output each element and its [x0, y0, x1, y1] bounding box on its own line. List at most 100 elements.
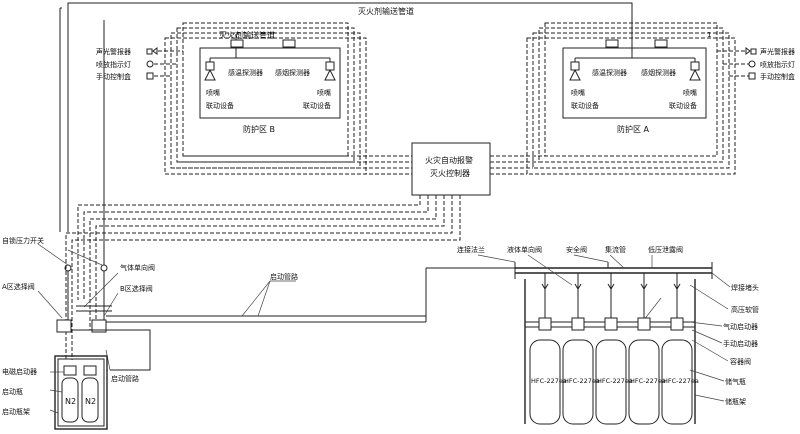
hfc-cylinder-label: HFC-227ea — [564, 377, 600, 385]
a-selection-valve-icon — [56, 319, 72, 333]
zone-a-nozzle-left-icon — [569, 68, 581, 81]
zone-b-side-devices — [146, 47, 183, 80]
zone-a-nozzle-right-icon — [689, 68, 701, 81]
controller-line1: 火灾自动报警 — [425, 155, 473, 165]
hfc-cylinder-label: HFC-227ea — [531, 377, 567, 385]
zone-b-temp-detector-icon — [230, 39, 244, 48]
zone-a-temp-detector-icon — [605, 39, 619, 48]
zone-b-smoke-detector-label: 感烟探测器 — [275, 68, 310, 77]
n2-bottle-right — [81, 377, 99, 423]
side-label-5: 容器阀 — [730, 357, 751, 366]
right-device-2: 喷放指示灯 — [760, 60, 795, 69]
alarm-icon — [745, 47, 751, 55]
liquid-check-valve-icon — [640, 283, 648, 290]
pressure-switch-b-icon — [100, 264, 108, 272]
alarm-icon — [152, 47, 158, 55]
right-cylinder-station — [477, 254, 731, 424]
top-label-2: 液体单向阀 — [507, 245, 542, 254]
n2-bottle-left — [61, 377, 79, 423]
side-label-6: 储气瓶 — [725, 377, 746, 386]
left-start-station — [37, 20, 518, 430]
liquid-check-valve-icon — [673, 283, 681, 290]
top-label-1: 连接法兰 — [457, 245, 485, 254]
start-pipe-label-mid: 启动管路 — [270, 272, 298, 281]
hfc-cylinder — [628, 339, 660, 425]
hfc-cylinder — [661, 339, 693, 425]
zone-b-linkage-left-label: 联动设备 — [206, 101, 234, 110]
liquid-check-valve-icon — [574, 283, 582, 290]
zone-b-name: 防护区 B — [243, 124, 275, 134]
liquid-check-valve-icon — [541, 283, 549, 290]
zone-b-nozzle-right-label: 喷嘴 — [317, 88, 331, 97]
right-device-3: 手动控制盒 — [760, 72, 795, 81]
manual-box-icon — [748, 72, 756, 80]
a-valve-label: A区选择阀 — [2, 282, 35, 291]
manual-box-icon — [146, 72, 154, 80]
hfc-cylinder-label: HFC-227ea — [663, 377, 699, 385]
zone-a-linkage-right-label: 联动设备 — [669, 101, 697, 110]
zone-b-nozzle-left-label: 喷嘴 — [206, 88, 220, 97]
zone-b-pipe-label: 灭火剂输送管道 — [219, 30, 275, 40]
side-label-3: 气动启动器 — [723, 322, 758, 331]
top-label-3: 安全阀 — [566, 245, 587, 254]
solenoid-label: 电磁启动器 — [2, 367, 37, 376]
n2-label-left: N2 — [65, 397, 76, 406]
container-valve-icon — [571, 317, 585, 331]
hfc-cylinder-label: HFC-227ea — [597, 377, 633, 385]
b-selection-valve-icon — [91, 319, 107, 333]
zone-b-nozzle-left-icon — [204, 68, 216, 81]
zone-b-nozzle-right-icon — [324, 68, 336, 81]
start-bottle-rack — [54, 355, 108, 430]
hfc-cylinder — [562, 339, 594, 425]
cylinder-group: HFC-227eaHFC-227eaHFC-227eaHFC-227eaHFC-… — [529, 273, 699, 425]
zone-a-smoke-detector-label: 感烟探测器 — [641, 68, 676, 77]
side-label-4: 手动启动器 — [723, 339, 758, 348]
hfc-cylinder — [529, 339, 561, 425]
zone-b-temp-detector-label: 感温探测器 — [228, 68, 263, 77]
left-device-2: 喷放指示灯 — [96, 60, 131, 69]
left-device-3: 手动控制盒 — [96, 72, 131, 81]
pipe-label-top: 灭火剂输送管道 — [358, 6, 414, 16]
container-valve-icon — [604, 317, 618, 331]
zone-b — [164, 22, 367, 175]
indicator-light-icon — [146, 60, 154, 68]
indicator-light-icon — [748, 60, 756, 68]
pressure-switch-label: 自锁压力开关 — [2, 236, 44, 245]
zone-a-name: 防护区 A — [617, 124, 650, 134]
left-device-1: 声光警报器 — [96, 47, 131, 56]
top-label-4: 集流管 — [605, 245, 626, 254]
zone-a-nozzle-right-label: 喷嘴 — [683, 88, 697, 97]
side-label-2: 高压软管 — [731, 305, 759, 314]
zone-b-smoke-detector-icon — [282, 39, 296, 48]
zone-a-nozzle-left-label: 喷嘴 — [571, 88, 585, 97]
zone-a — [526, 22, 736, 175]
container-valve-icon — [670, 317, 684, 331]
zone-b-linkage-right-label: 联动设备 — [303, 101, 331, 110]
corner-mark: 1 — [707, 31, 711, 39]
b-valve-label: B区选择阀 — [120, 284, 153, 293]
zone-a-temp-detector-label: 感温探测器 — [592, 68, 627, 77]
zone-a-linkage-left-label: 联动设备 — [571, 101, 599, 110]
zone-a-side-devices — [717, 47, 757, 80]
hfc-cylinder — [595, 339, 627, 425]
start-bottle-label: 启动瓶 — [2, 387, 23, 396]
hfc-cylinder-label: HFC-227ea — [630, 377, 666, 385]
main-extinguishing-pipe — [59, 2, 633, 232]
start-pipe-label-bottom: 启动管路 — [111, 374, 139, 383]
bottle-rack-label: 启动瓶架 — [2, 407, 30, 416]
side-label-1: 焊接堵头 — [731, 283, 759, 292]
right-device-1: 声光警报器 — [760, 47, 795, 56]
n2-label-right: N2 — [85, 397, 96, 406]
liquid-check-valve-icon — [607, 283, 615, 290]
check-valve-label: 气体单向阀 — [120, 263, 155, 272]
container-valve-icon — [637, 317, 651, 331]
container-valve-icon — [538, 317, 552, 331]
controller-line2: 灭火控制器 — [430, 168, 470, 178]
top-label-5: 低压泄露阀 — [648, 245, 683, 254]
side-label-7: 储瓶架 — [725, 397, 746, 406]
fire-controller — [65, 142, 545, 360]
zone-a-smoke-detector-icon — [654, 39, 668, 48]
solenoid-left-icon — [63, 365, 77, 376]
solenoid-right-icon — [83, 365, 97, 376]
